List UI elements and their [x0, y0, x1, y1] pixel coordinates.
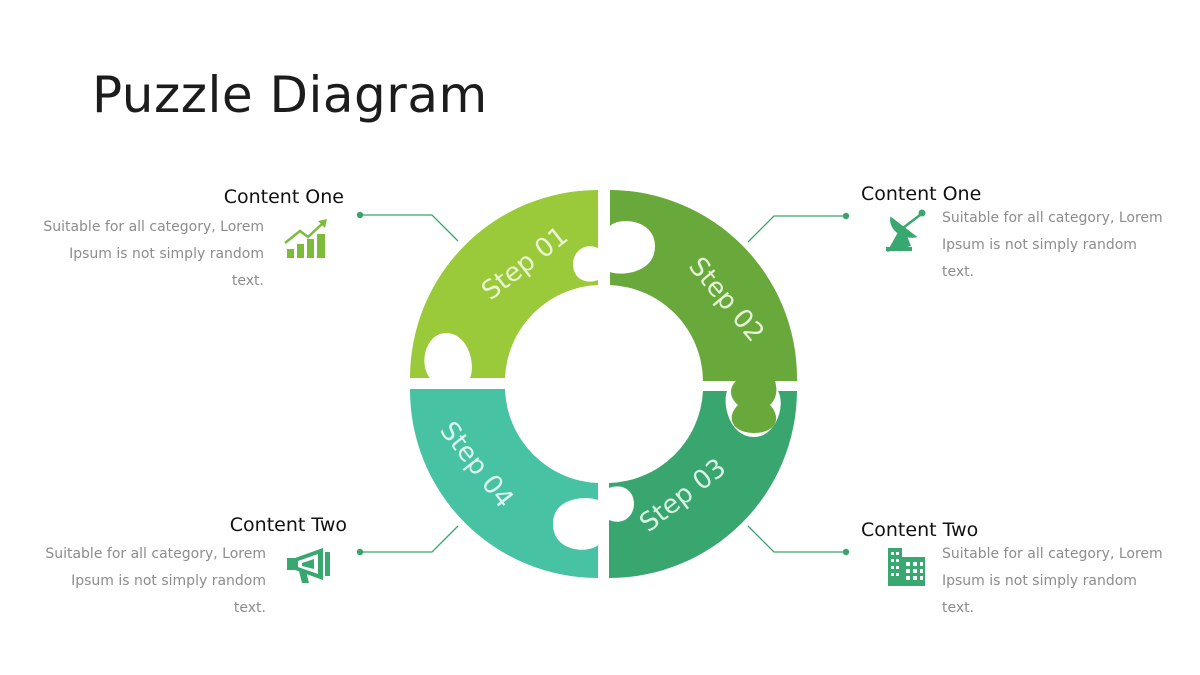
desc-line: text. — [233, 600, 266, 616]
page-title: Puzzle Diagram — [92, 66, 488, 124]
block-heading: Content One — [861, 183, 982, 205]
connector-dot — [842, 548, 850, 556]
block-description-bottom-right: Suitable for all category, Lorem Ipsum i… — [942, 541, 1192, 622]
desc-line: Ipsum is not simply random — [942, 573, 1137, 589]
connector-dots — [356, 211, 850, 556]
satellite-dish-icon — [886, 209, 926, 252]
megaphone-icon — [287, 548, 330, 583]
connector-top-left — [360, 214, 459, 242]
connector-lines — [360, 214, 846, 553]
content-block-bottom-left: Content Two — [40, 514, 347, 536]
desc-line: Ipsum is not simply random — [69, 246, 264, 262]
desc-line: text. — [942, 600, 975, 616]
desc-line: Ipsum is not simply random — [942, 237, 1137, 253]
desc-line: Suitable for all category, Lorem — [942, 210, 1163, 226]
connector-dot — [842, 212, 850, 220]
block-heading: Content One — [223, 186, 344, 208]
block-description-top-left: Suitable for all category, Lorem Ipsum i… — [0, 214, 264, 295]
desc-line: text. — [231, 273, 264, 289]
block-heading: Content Two — [229, 514, 347, 536]
puzzle-piece-step-02 — [610, 190, 797, 433]
puzzle-piece-step-04 — [409, 389, 598, 578]
content-block-top-right: Content One — [861, 183, 981, 205]
block-description-top-right: Suitable for all category, Lorem Ipsum i… — [942, 205, 1192, 286]
building-icon — [888, 548, 925, 586]
desc-line: Suitable for all category, Lorem — [43, 219, 264, 235]
connector-bottom-right — [747, 525, 846, 553]
block-heading: Content Two — [861, 519, 979, 541]
desc-line: Ipsum is not simply random — [71, 573, 266, 589]
block-description-bottom-left: Suitable for all category, Lorem Ipsum i… — [0, 541, 266, 622]
content-block-top-left: Content One — [40, 186, 344, 208]
content-block-bottom-right: Content Two — [861, 519, 978, 541]
connector-top-right — [747, 215, 846, 243]
connector-dot — [356, 548, 364, 556]
puzzle-piece-step-03 — [609, 391, 797, 578]
growth-chart-icon — [284, 219, 327, 258]
desc-line: Suitable for all category, Lorem — [45, 546, 266, 562]
desc-line: Suitable for all category, Lorem — [942, 546, 1163, 562]
connector-bottom-left — [360, 525, 459, 553]
connector-dot — [356, 211, 364, 219]
desc-line: text. — [942, 264, 975, 280]
puzzle-piece-step-01 — [410, 190, 598, 378]
